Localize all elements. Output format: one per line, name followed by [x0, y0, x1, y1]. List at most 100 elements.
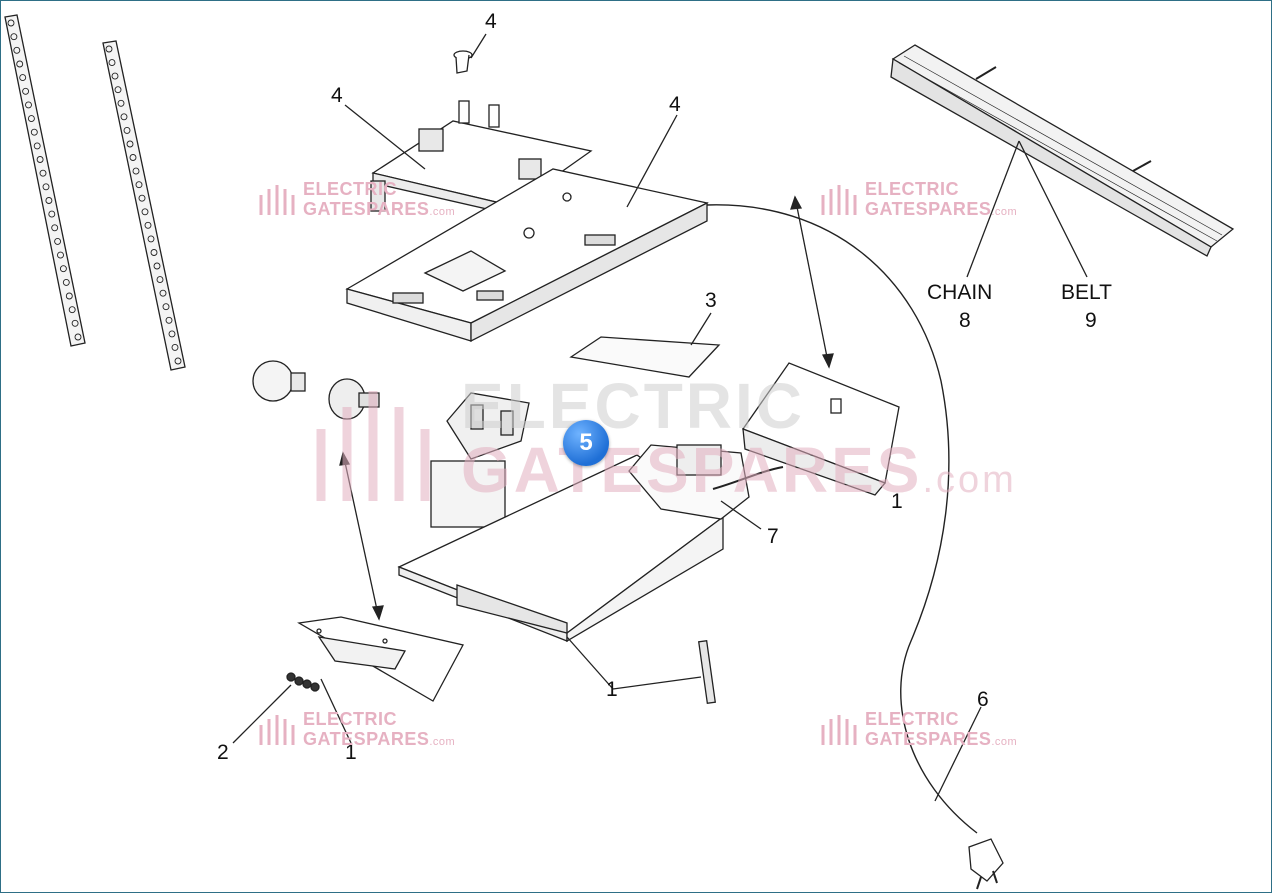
- strap-hole: [30, 128, 38, 136]
- label-screws: 2: [217, 741, 229, 764]
- watermark-large-line1: ELECTRIC: [461, 370, 805, 442]
- label-power-cord: 6: [977, 688, 989, 711]
- gate-logo-icon: [259, 715, 295, 745]
- strap-hole: [138, 194, 146, 202]
- strap-holes: [7, 19, 182, 365]
- label-housing: 1: [606, 678, 618, 701]
- strap-hole: [150, 249, 158, 256]
- watermark-domain: .com: [429, 206, 456, 218]
- strap-hole: [168, 330, 176, 338]
- label-base-plate: 4: [669, 93, 681, 116]
- strap-hole: [59, 265, 67, 273]
- strap-hole: [51, 224, 59, 232]
- strap-hole: [129, 154, 137, 161]
- screws: [232, 672, 320, 744]
- end-cover: [741, 362, 900, 496]
- strap-hole: [19, 74, 27, 82]
- strap-hole: [71, 319, 79, 327]
- strap-hole: [74, 333, 82, 341]
- gate-logo-icon: [316, 391, 430, 501]
- strap-hole: [162, 303, 170, 311]
- rail: [890, 44, 1235, 278]
- strap-hole: [68, 306, 76, 314]
- mounting-strap-right: [102, 40, 186, 371]
- light-bulb: [252, 360, 306, 402]
- strap-hole: [16, 60, 24, 68]
- strap-hole: [42, 183, 50, 191]
- strap-hole: [171, 343, 179, 351]
- strap-hole: [144, 221, 152, 229]
- watermark-line1: ELECTRIC: [303, 179, 397, 199]
- strap-hole: [45, 197, 53, 204]
- strap-hole: [7, 19, 15, 27]
- strap-hole: [117, 99, 125, 107]
- pcb-board: [569, 312, 721, 378]
- label-bracket: 4: [331, 84, 343, 107]
- watermark-large-domain: .com: [922, 459, 1017, 501]
- label-top-bolt: 4: [485, 10, 497, 33]
- label-pcb-board: 3: [705, 289, 717, 312]
- strap-hole: [132, 167, 140, 175]
- watermark-large: ELECTRIC GATESPARES.com: [311, 369, 1014, 519]
- strap-hole: [48, 210, 56, 218]
- strap-hole: [114, 86, 122, 94]
- label-chain-num: 8: [959, 309, 971, 332]
- strap-hole: [25, 101, 32, 109]
- gate-logo-icon: [259, 185, 295, 215]
- strap-hole: [57, 251, 64, 259]
- strap-hole: [126, 140, 134, 148]
- strap-hole: [141, 208, 149, 216]
- strap-hole: [135, 181, 143, 189]
- strap-hole: [62, 278, 70, 286]
- base-plate: [345, 114, 709, 343]
- strap-hole: [120, 113, 128, 121]
- light-lens: [297, 616, 464, 744]
- watermark-line2: GATESPARES: [865, 729, 992, 749]
- strap-hole: [65, 292, 73, 300]
- label-chain-word: CHAIN: [927, 281, 993, 304]
- watermark: ELECTRIC GATESPARES.com: [257, 179, 467, 223]
- strap-hole: [54, 237, 62, 245]
- strap-hole: [27, 115, 35, 123]
- watermark-line1: ELECTRIC: [865, 709, 959, 729]
- gate-logo-icon: [821, 715, 857, 745]
- control-block: [628, 444, 784, 530]
- watermark-large-line2: GATESPARES: [461, 434, 923, 506]
- top-bolt: [453, 33, 487, 74]
- label-belt-num: 9: [1085, 309, 1097, 332]
- strap-hole: [174, 357, 182, 365]
- watermark-line2: GATESPARES: [303, 729, 430, 749]
- watermark-line1: ELECTRIC: [865, 179, 959, 199]
- watermark-domain: .com: [991, 736, 1018, 748]
- label-light-lens: 1: [345, 741, 357, 764]
- label-belt-word: BELT: [1061, 281, 1112, 304]
- watermark-line2: GATESPARES: [303, 199, 430, 219]
- strap-hole: [156, 276, 164, 284]
- strap-hole: [108, 59, 116, 67]
- strap-hole: [147, 235, 155, 243]
- mounting-strap-left: [4, 14, 86, 347]
- strap-hole: [33, 142, 41, 150]
- power-cord: [706, 204, 1004, 890]
- watermark: ELECTRIC GATESPARES.com: [257, 709, 467, 753]
- strap-hole: [159, 289, 167, 297]
- strap-hole: [123, 126, 131, 134]
- hotspot-badge[interactable]: 5: [563, 420, 609, 466]
- strap-hole: [39, 169, 47, 177]
- watermark-line2: GATESPARES: [865, 199, 992, 219]
- watermark: ELECTRIC GATESPARES.com: [819, 179, 1029, 223]
- watermark: ELECTRIC GATESPARES.com: [819, 709, 1029, 753]
- motor-assembly: [430, 392, 530, 528]
- gate-logo-icon: [821, 185, 857, 215]
- strap-hole: [22, 87, 30, 95]
- strap-hole: [10, 33, 18, 41]
- watermark-domain: .com: [429, 736, 456, 748]
- strap-hole: [13, 46, 21, 54]
- label-end-cover: 1: [891, 490, 903, 513]
- strap-hole: [165, 316, 173, 324]
- watermark-domain: .com: [991, 206, 1018, 218]
- watermark-line1: ELECTRIC: [303, 709, 397, 729]
- strap-hole: [153, 262, 161, 270]
